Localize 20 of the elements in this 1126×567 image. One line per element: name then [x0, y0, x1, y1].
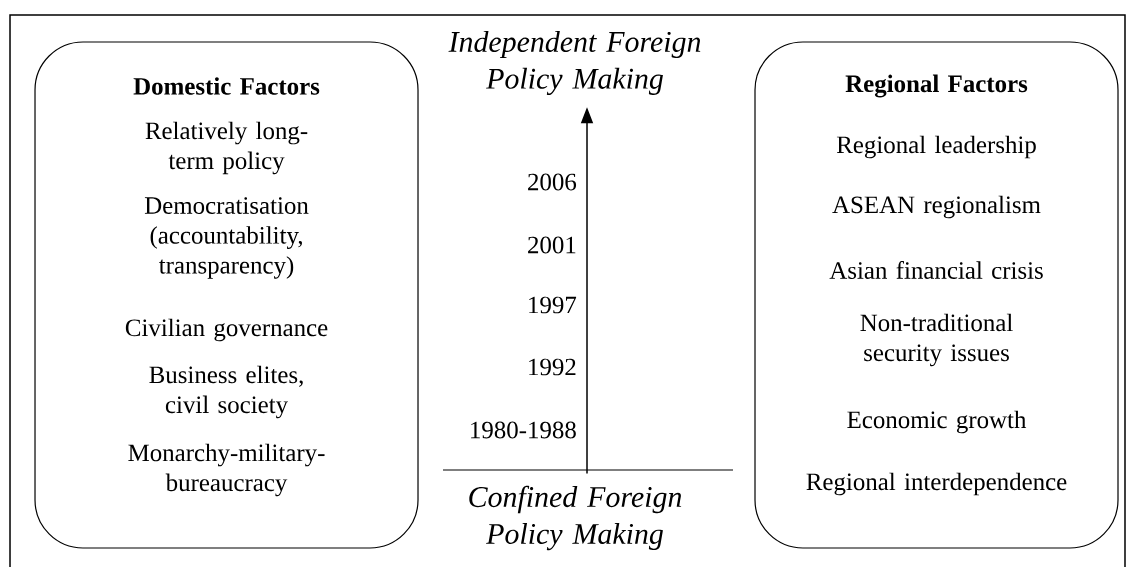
year-label: 1992 [529, 358, 576, 376]
heading: Domestic Factors [133, 77, 320, 95]
factor-text: Monarchy-military-bureaucracy [128, 443, 325, 497]
axis-title: Confined Foreign Policy Making [469, 485, 682, 551]
factor-text: Business elites, civil society [149, 365, 303, 419]
heading: Regional Factors [845, 74, 1028, 98]
factor-text: Democratisation (accountability, transparency) [144, 197, 309, 279]
factor-text: ASEAN regionalism [832, 195, 1041, 219]
year-label: 1997 [529, 296, 577, 314]
factor-text: Relatively long-term policy [145, 121, 308, 175]
year-label: 2001 [528, 236, 576, 254]
factor-text: Civilian governance [125, 318, 328, 342]
factor-text: Asian financial crisis [829, 261, 1043, 279]
factor-text: Regional leadership [836, 135, 1036, 159]
factor-text: Non-traditional security issues [860, 313, 1013, 367]
factor-text: Regional interdependence [806, 472, 1067, 496]
year-label: 1980-1988 [471, 421, 576, 439]
factor-text: Economic growth [847, 410, 1027, 434]
year-label: 2006 [528, 173, 577, 191]
axis-title: Independent Foreign Policy Making [448, 30, 701, 95]
